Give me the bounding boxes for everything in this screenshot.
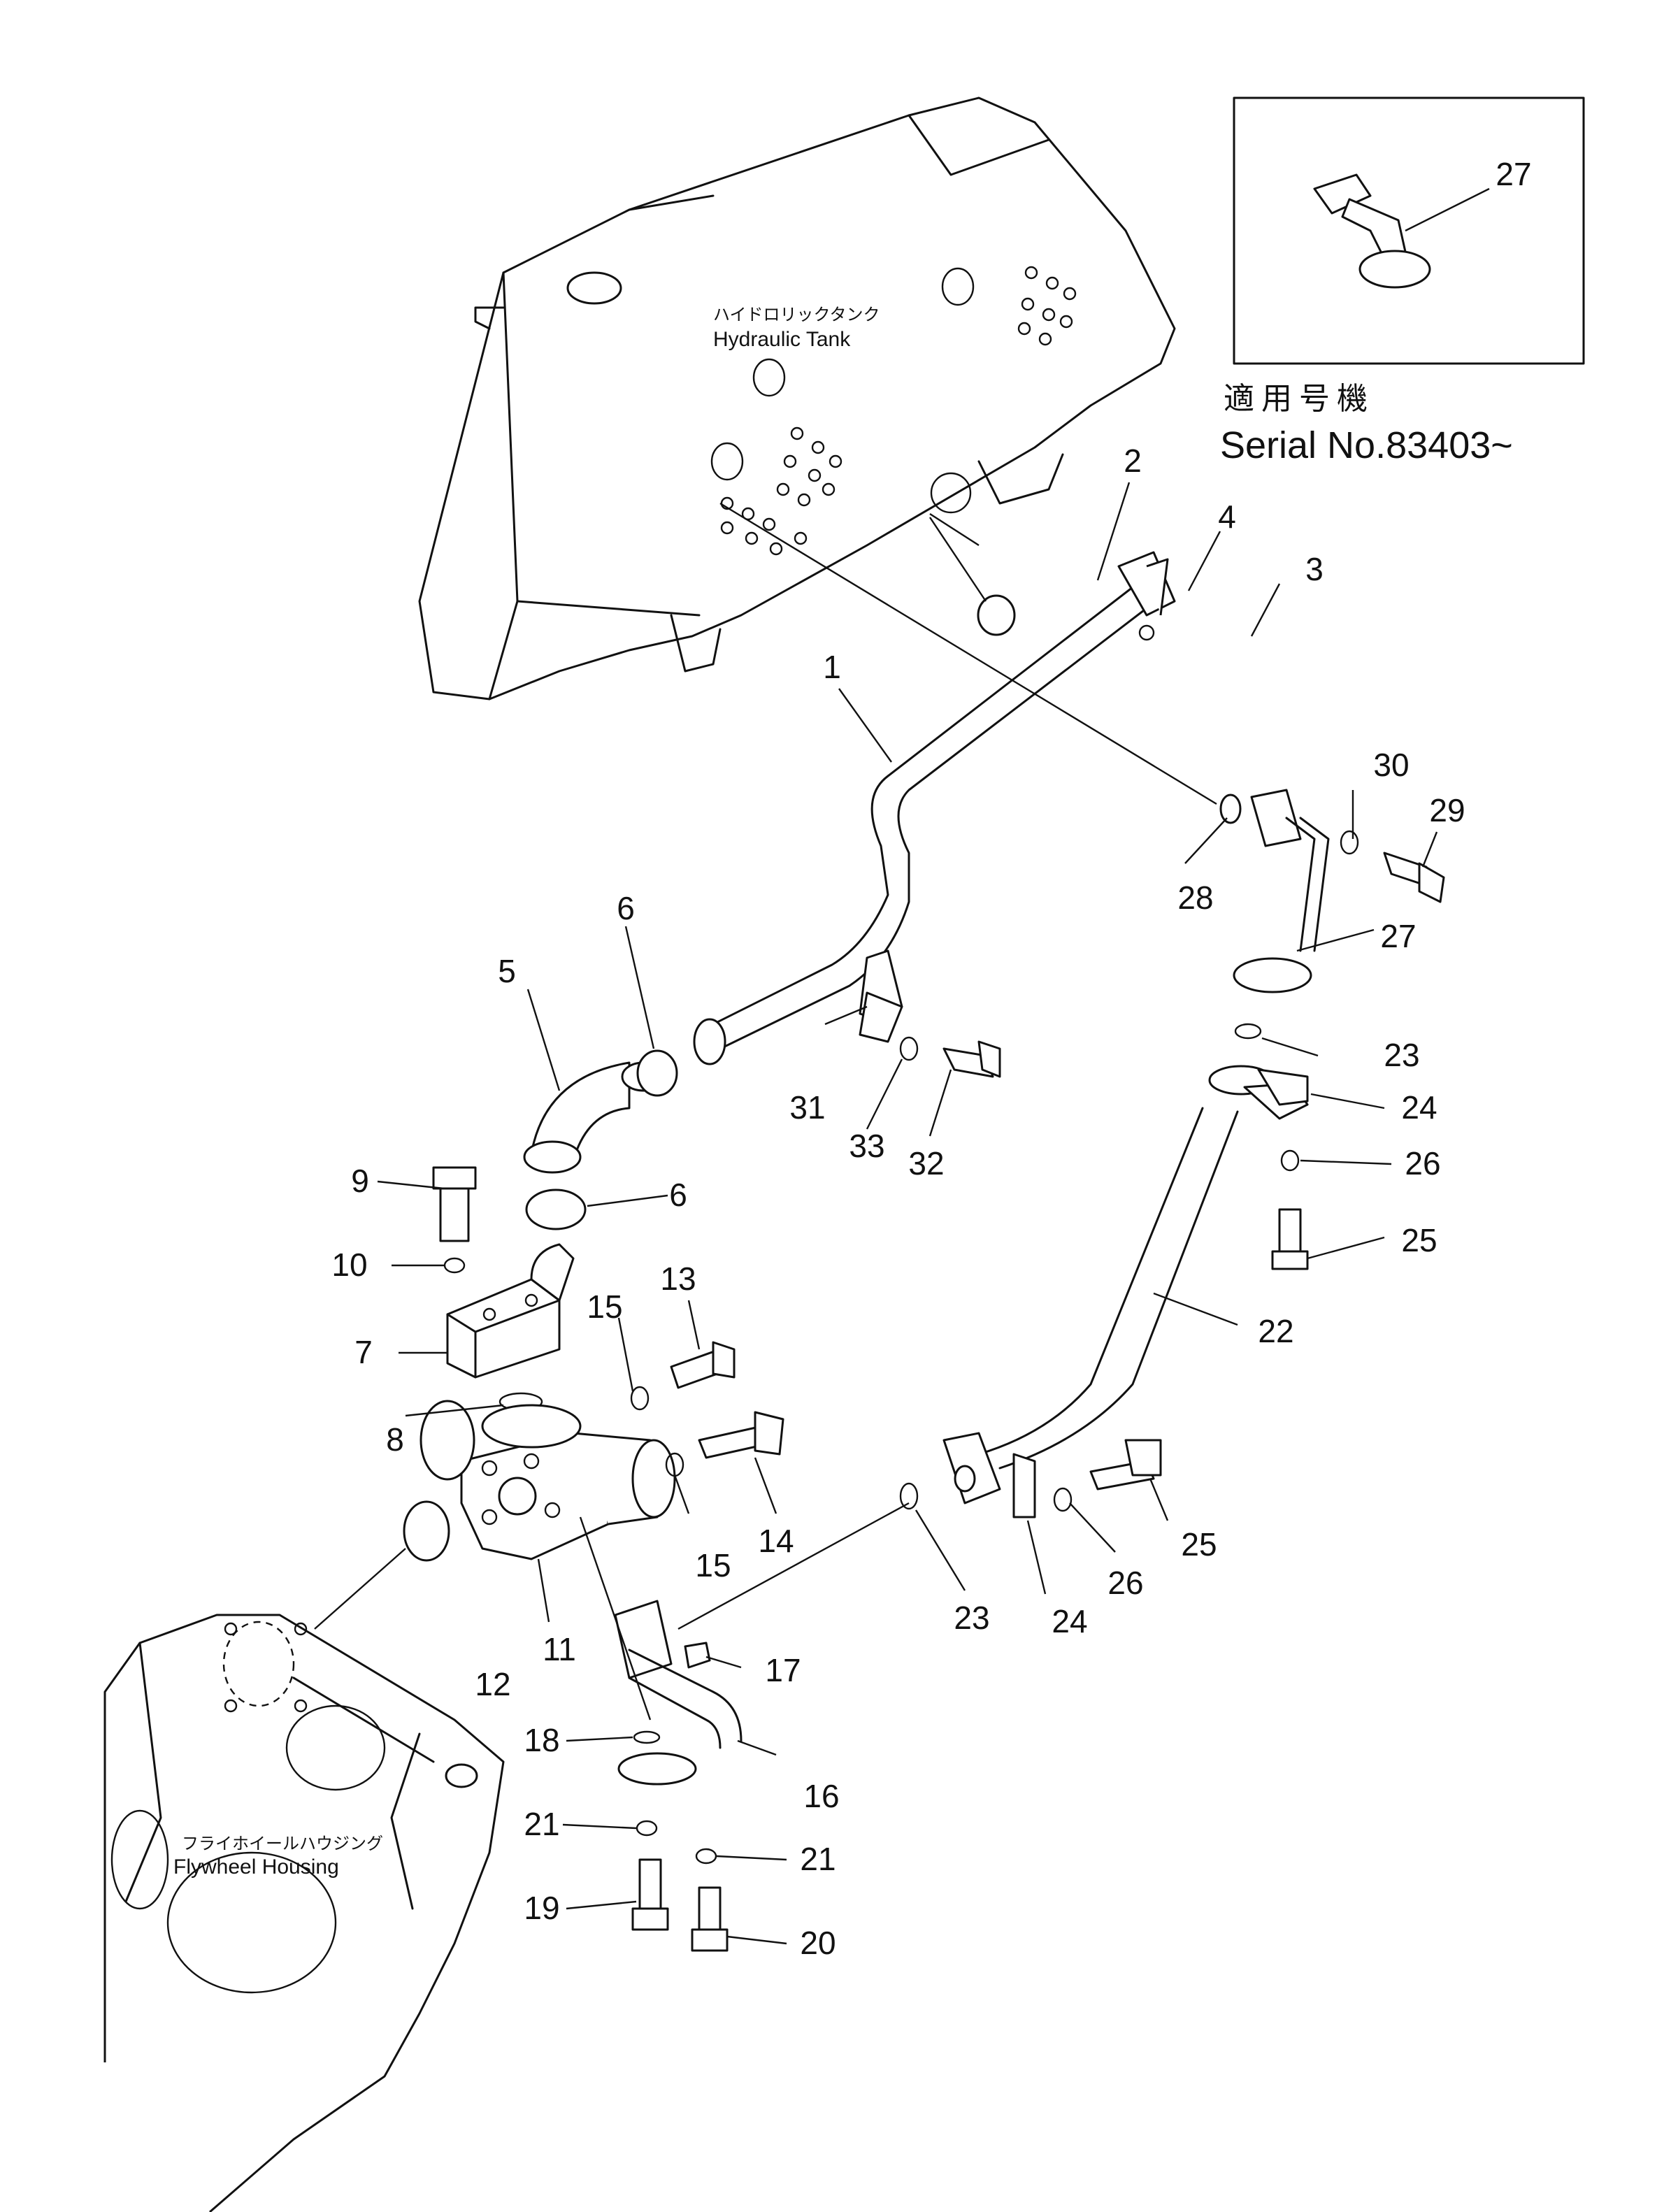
hydraulic-pump-11 bbox=[420, 1341, 784, 1560]
flange-hardware bbox=[899, 1023, 1309, 1518]
leader-tank-port bbox=[929, 512, 980, 547]
part-label-14: 14 bbox=[758, 1523, 794, 1559]
part-label-21-left: 21 bbox=[524, 1806, 559, 1842]
part-label-26-upper: 26 bbox=[1405, 1145, 1440, 1182]
part-label-23-upper: 23 bbox=[1384, 1037, 1419, 1073]
applicability-label: 適用号機 bbox=[1224, 381, 1375, 417]
leader-tank-pipe27 bbox=[719, 502, 1217, 805]
part-label-15-upper: 15 bbox=[587, 1288, 622, 1325]
serial-number: Serial No.83403~ bbox=[1220, 424, 1513, 466]
part-label-6-lower: 6 bbox=[669, 1177, 687, 1213]
hydraulic-tank-label-jp: ハイドロリックタンク bbox=[713, 305, 880, 324]
part-label-3: 3 bbox=[1305, 551, 1324, 587]
part-label-25-lower: 25 bbox=[1181, 1526, 1217, 1563]
clamp-bracket bbox=[859, 949, 1001, 1078]
hose-22 bbox=[942, 1065, 1309, 1504]
serial-inset: 27 適用号機 Serial No.83403~ bbox=[1220, 96, 1585, 466]
part-label-10: 10 bbox=[331, 1247, 367, 1283]
part-label-8: 8 bbox=[386, 1421, 404, 1458]
part-label-15-lower: 15 bbox=[695, 1547, 731, 1583]
flywheel-housing-label-jp: フライホイールハウジング bbox=[182, 1834, 383, 1853]
part-label-5: 5 bbox=[498, 953, 516, 989]
part-label-27: 27 bbox=[1380, 918, 1416, 954]
hydraulic-tank-label-en: Hydraulic Tank bbox=[713, 328, 851, 351]
part-label-28: 28 bbox=[1177, 879, 1213, 916]
part-label-24-lower: 24 bbox=[1052, 1603, 1087, 1639]
hydraulic-tank: ハイドロリックタンク Hydraulic Tank bbox=[418, 96, 1176, 701]
leader-lines bbox=[377, 482, 1438, 1945]
part-label-11: 11 bbox=[543, 1631, 576, 1667]
pipe-16 bbox=[614, 1600, 743, 1952]
part-label-31: 31 bbox=[789, 1089, 825, 1126]
part-label-33: 33 bbox=[849, 1128, 884, 1164]
part-label-1: 1 bbox=[823, 649, 841, 685]
part-number-labels: 1 2 3 4 5 6 6 7 8 9 10 11 12 13 14 15 15… bbox=[331, 443, 1465, 1961]
part-label-19: 19 bbox=[524, 1890, 559, 1926]
part-label-26-lower: 26 bbox=[1107, 1565, 1143, 1601]
part-label-24-upper: 24 bbox=[1401, 1089, 1437, 1126]
part-label-25-upper: 25 bbox=[1401, 1222, 1437, 1258]
part-label-32: 32 bbox=[908, 1145, 944, 1182]
part-label-23-lower: 23 bbox=[954, 1600, 989, 1636]
flywheel-housing-label-en: Flywheel Housing bbox=[173, 1855, 339, 1879]
part-label-20: 20 bbox=[800, 1925, 836, 1961]
inset-part-label: 27 bbox=[1496, 156, 1531, 192]
part-label-7: 7 bbox=[354, 1334, 373, 1370]
flywheel-housing: フライホイールハウジング Flywheel Housing bbox=[103, 1614, 505, 2212]
part-label-13: 13 bbox=[660, 1261, 696, 1297]
inset-frame bbox=[1233, 96, 1585, 365]
part-label-6-upper: 6 bbox=[617, 890, 635, 926]
leader-pump-pipe16 bbox=[579, 1516, 652, 1721]
hose-5 bbox=[523, 1049, 678, 1230]
part-label-16: 16 bbox=[803, 1778, 839, 1814]
part-label-18: 18 bbox=[524, 1722, 559, 1758]
part-label-4: 4 bbox=[1218, 498, 1236, 535]
part-label-17: 17 bbox=[765, 1652, 801, 1688]
part-label-22: 22 bbox=[1258, 1313, 1293, 1349]
part-label-2: 2 bbox=[1124, 443, 1142, 479]
part-label-12: 12 bbox=[475, 1666, 510, 1702]
part-label-29: 29 bbox=[1429, 792, 1465, 828]
part-label-21-right: 21 bbox=[800, 1841, 836, 1877]
part-label-9: 9 bbox=[351, 1163, 369, 1199]
o-ring-12 bbox=[403, 1500, 450, 1562]
pipe-27 bbox=[1219, 789, 1445, 993]
part-label-30: 30 bbox=[1373, 747, 1409, 783]
leader-23-line bbox=[677, 1502, 910, 1630]
leader-12-line bbox=[314, 1548, 406, 1630]
